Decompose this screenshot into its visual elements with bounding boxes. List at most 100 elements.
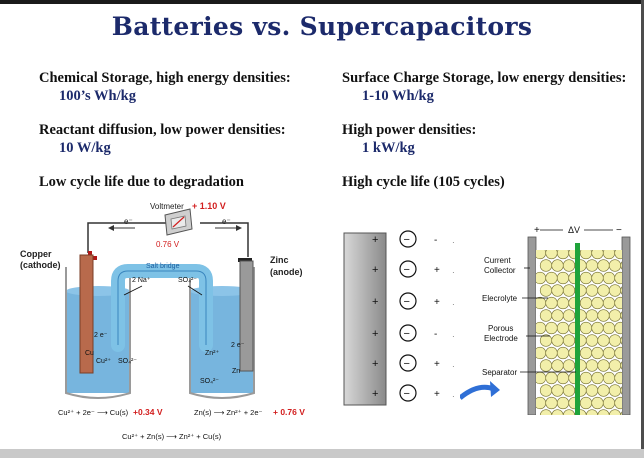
supercapacitor-diagram: + ΔV − Current Collector Elecrolyte Poro…	[460, 225, 631, 415]
electrolyte-dot: ·	[452, 362, 455, 371]
anion-minus-charge: −	[404, 234, 410, 246]
top-edge	[0, 0, 644, 4]
voltmeter-label: Voltmeter	[150, 202, 184, 211]
electrolyte-ion: +	[434, 297, 440, 308]
delta-v-label: ΔV	[568, 225, 580, 235]
right-edge	[641, 0, 644, 458]
right-potential: + 0.76 V	[273, 407, 305, 417]
electrolyte-ion: +	[434, 359, 440, 370]
electron-label-left: e⁻	[124, 217, 133, 226]
electrode-particle	[539, 334, 553, 347]
anion-minus-charge: −	[404, 296, 410, 308]
sodium-arrow	[123, 285, 143, 296]
electrolyte-ion: +	[434, 389, 440, 400]
electrode-particle	[562, 284, 576, 297]
electrode-particle	[614, 396, 622, 410]
electrode-particle	[620, 361, 622, 370]
electrode-particle	[539, 309, 553, 322]
electrolyte-dot: ·	[452, 238, 455, 247]
electrode-particle	[585, 284, 599, 297]
electrode-particle	[602, 346, 616, 360]
electrode-particle	[551, 409, 564, 415]
electrode-particle	[562, 384, 576, 397]
electrode-particle	[597, 309, 610, 322]
electrode-particle	[585, 309, 599, 322]
electrode-particle	[602, 396, 616, 410]
electrode-particle	[539, 359, 553, 372]
electrode-particle	[551, 259, 564, 272]
electrode-particle	[556, 271, 570, 285]
double-layer-diagram: +−-·+−+·+−+·+−-·+−+·+−+·	[343, 230, 455, 406]
right-wire	[200, 222, 249, 257]
electrode-particle	[591, 346, 604, 360]
electrode-particle	[620, 311, 622, 320]
electrode-particle	[620, 411, 622, 415]
batteries-column: Chemical Storage, high energy densities:…	[39, 70, 291, 191]
electrode-particle	[556, 250, 570, 260]
sulfate-ion-top-label: SO₄²⁻	[178, 277, 197, 284]
anode-label: (anode)	[270, 267, 303, 277]
electrode-particle	[614, 271, 622, 285]
anion-circle-icon	[399, 230, 417, 248]
bottom-edge	[0, 449, 644, 458]
left-beaker	[65, 267, 131, 399]
sodium-ion-label: 2 Na⁺	[132, 277, 151, 284]
salt-bridge-label: Salt bridge	[146, 263, 180, 270]
electrolyte-dot: ·	[452, 300, 455, 309]
anion-minus-charge: −	[404, 264, 410, 276]
anion-circle-icon	[399, 324, 417, 342]
electrode-particle	[591, 250, 604, 260]
electrode-particle	[597, 259, 610, 272]
porous-label-1: Porous	[488, 324, 513, 333]
electrode-particle	[562, 409, 576, 415]
right-zinc-label: Zn	[232, 368, 240, 375]
electrode-particle	[614, 296, 622, 310]
electrode-particle	[556, 396, 570, 410]
right-electrons-label: 2 e⁻	[231, 342, 245, 349]
current-collector-right	[621, 236, 631, 415]
copper-label: Copper	[20, 249, 52, 259]
electrode-particle	[562, 334, 576, 347]
plate-plus-charge: +	[372, 388, 378, 400]
electrode-particle	[579, 271, 593, 285]
electrode-particle	[585, 409, 599, 415]
left-potential: +0.34 V	[133, 407, 163, 417]
sulfate-arrow	[187, 285, 203, 296]
right-half-reaction: Zn(s) ⟶ Zn²⁺ + 2e⁻	[194, 408, 263, 417]
electrode-particle	[620, 386, 622, 395]
electrode-particle	[539, 259, 553, 272]
electrode-particle	[608, 259, 622, 272]
electrode-particle	[562, 309, 576, 322]
electrode-particle	[591, 296, 604, 310]
electrolyte-ion: -	[434, 329, 437, 340]
anion-minus-charge: −	[404, 388, 410, 400]
electrode-particle	[579, 296, 593, 310]
separator-label: Separator	[482, 368, 517, 377]
supercap-power-value: 1 kW/kg	[362, 140, 415, 156]
electrode-particle	[620, 286, 622, 295]
electrode-particle	[597, 359, 610, 372]
electrode-particle	[614, 371, 622, 385]
electrode-particle	[602, 296, 616, 310]
batteries-cycle: Low cycle life due to degradation	[39, 174, 244, 190]
anion-circle-icon	[399, 260, 417, 278]
electrode-particle	[608, 384, 622, 397]
supercapacitors-column: Surface Charge Storage, low energy densi…	[342, 70, 626, 191]
electrode-particle	[602, 250, 616, 260]
voltmeter-icon	[164, 208, 193, 236]
voltmeter-display: 0.76 V	[156, 240, 180, 249]
right-sulfate-label: SO₄²⁻	[200, 378, 219, 385]
electrode-particle	[539, 284, 553, 297]
electrode-particle	[591, 396, 604, 410]
electrolyte-dot: ·	[452, 268, 455, 277]
arrow-icon	[460, 384, 495, 400]
electrode-particle	[591, 271, 604, 285]
electrode-particle	[556, 371, 570, 385]
porous-label-2: Electrode	[484, 334, 518, 343]
electrode-particle	[551, 359, 564, 372]
current-collector-left	[527, 236, 537, 415]
electrode-particle	[597, 284, 610, 297]
current-collector-label-2: Collector	[484, 266, 516, 275]
electrode-particle	[597, 384, 610, 397]
right-beaker	[189, 267, 255, 399]
